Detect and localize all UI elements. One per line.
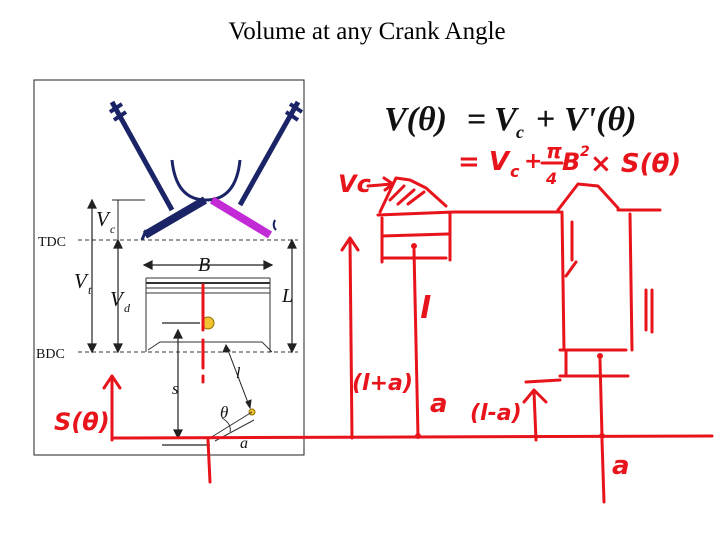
hw-right-cylinder [452, 208, 662, 352]
hw-l-minus-a: (l-a) [470, 401, 522, 426]
engine-diagram: V c TDC V t V d BDC B L s l θ a [33, 79, 305, 456]
s-dimension [162, 322, 210, 446]
connecting-rod-dimension [222, 343, 252, 410]
slide-title: Volume at any Crank Angle [228, 18, 506, 45]
right-valve-stem [237, 100, 304, 207]
label-a: a [240, 435, 248, 452]
hw-four: 4 [545, 169, 557, 188]
cylinder-left-wall [140, 229, 148, 241]
hw-bore-exp: 2 [580, 144, 590, 160]
hw-l-plus-a-dim [340, 236, 360, 440]
vd-dimension [113, 238, 123, 354]
hw-expansion: = V [458, 147, 511, 177]
label-bdc: BDC [36, 347, 65, 362]
hw-expansion-sub: c [510, 162, 520, 181]
label-l: l [236, 365, 241, 382]
hw-l-plus-a: (l+a) [352, 371, 413, 396]
equation-lhs: V(θ) [384, 101, 447, 138]
vc-dimension [112, 199, 145, 240]
left-valve-stem [108, 100, 175, 212]
hw-right-pin [597, 353, 603, 359]
label-vt-sub: t [88, 283, 92, 297]
bore-dimension [142, 260, 274, 270]
hw-s-theta-arrow [102, 374, 122, 442]
hw-right-rod [598, 358, 604, 438]
hw-left-chamber [378, 176, 448, 214]
hw-times-s: × S(θ) [590, 149, 681, 179]
hw-s-theta: S(θ) [54, 408, 110, 436]
label-bore: B [198, 254, 210, 276]
label-vd: V [110, 287, 125, 311]
hw-expansion-plus: + [524, 149, 542, 174]
combustion-chamber-dome [170, 159, 242, 202]
equation-vprime: V'(θ) [564, 101, 636, 138]
hw-vc: Vc [338, 170, 371, 198]
hw-right-chamber [556, 182, 620, 212]
stroke-dimension [287, 238, 297, 354]
crank-arm [209, 411, 253, 439]
left-valve-head [142, 196, 208, 239]
label-tdc: TDC [38, 235, 66, 250]
label-stroke: L [281, 285, 293, 307]
equation-plus: + [536, 101, 555, 138]
hw-bore: B [562, 148, 580, 176]
hw-right-piston [558, 348, 630, 378]
figure-frame [33, 79, 305, 456]
label-vc: V [96, 207, 111, 231]
handwritten-annotations: = V c + π 4 B 2 × S(θ) Vc (l+a) [54, 139, 714, 504]
hw-a1: a [430, 389, 448, 419]
hw-l-minus-a-top [524, 378, 562, 384]
hw-left-pin [411, 243, 417, 249]
hw-left-cylinder [376, 210, 456, 264]
hw-left-hatch [388, 184, 426, 206]
equation-equals: = [467, 101, 486, 138]
cylinder-right-wall [272, 219, 277, 231]
hw-left-rod [412, 248, 420, 438]
right-valve-head [209, 196, 273, 239]
piston [145, 277, 273, 353]
hw-a2: a [612, 451, 630, 481]
hw-l-minus-a-dim [522, 388, 548, 442]
hw-crank-baseline [112, 434, 714, 440]
hw-pi: π [546, 139, 562, 163]
label-theta: θ [220, 403, 228, 422]
label-s: s [172, 379, 179, 398]
hw-a2-line [600, 438, 606, 504]
equation-vc: V [494, 101, 519, 138]
label-vc-sub: c [110, 222, 116, 236]
hw-vc-arrow [366, 176, 395, 192]
equation-vc-sub: c [516, 122, 524, 142]
vt-dimension [87, 198, 97, 354]
hw-right-wall-tick [564, 220, 578, 278]
label-vd-sub: d [124, 301, 131, 315]
hw-l: l [420, 291, 431, 326]
equation: V(θ) = V c + V'(θ) [384, 101, 636, 142]
label-vt: V [74, 269, 89, 293]
hw-right-side-ticks [644, 288, 654, 334]
hw-piston-centerline [201, 283, 212, 484]
theta-arc [221, 417, 231, 433]
